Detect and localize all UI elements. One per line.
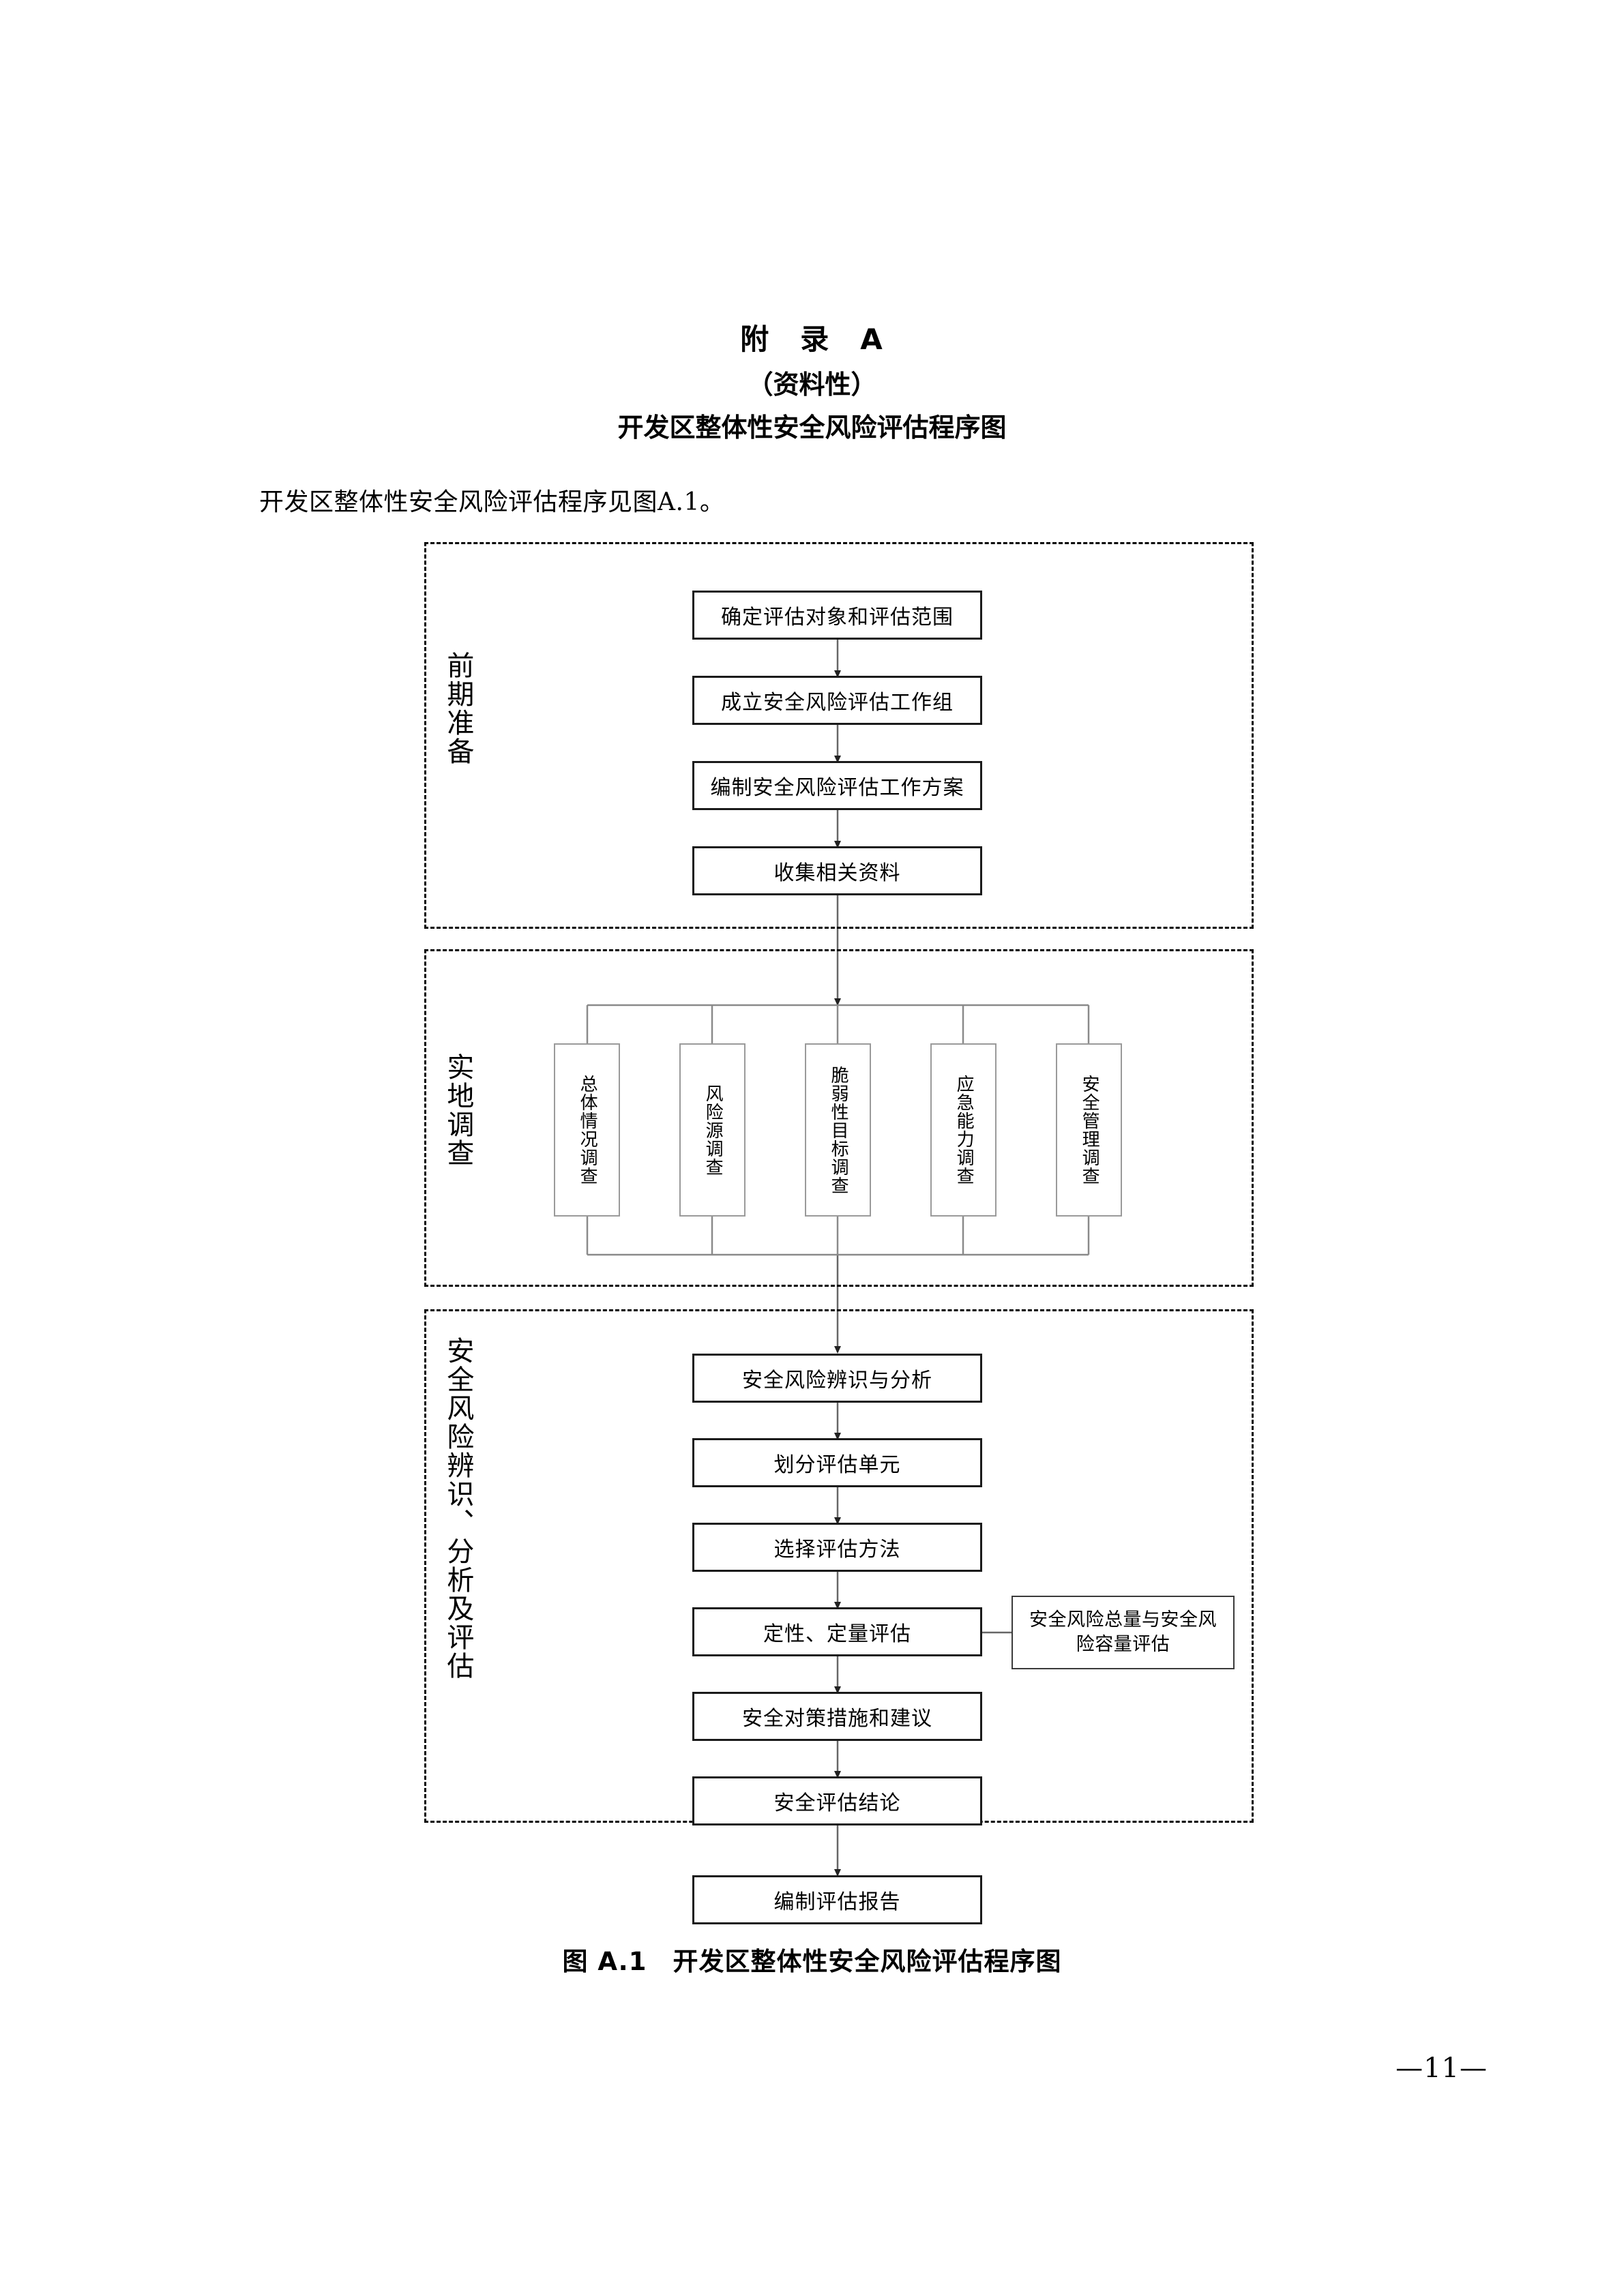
group-label-risk-assessment: 安全风险辨识、分析及评估 [442,1337,474,1680]
step-box-draft-work-plan[interactable]: 编制安全风险评估工作方案 [692,761,982,810]
page-number: —11— [1396,2053,1488,2084]
step-label-risk-source-survey: 风险源调查 [703,1084,724,1176]
step-box-vulnerable-target-survey[interactable]: 脆弱性目标调查 [805,1043,871,1217]
step-box-safety-management-survey[interactable]: 安全管理调查 [1056,1043,1122,1217]
step-box-collect-materials[interactable]: 收集相关资料 [692,846,982,895]
step-box-compile-assessment-report[interactable]: 编制评估报告 [692,1875,982,1924]
step-label-emergency-capability-survey: 应急能力调查 [954,1075,975,1185]
appendix-subtitle: 开发区整体性安全风险评估程序图 [617,412,1007,443]
step-box-assessment-conclusion[interactable]: 安全评估结论 [692,1776,982,1825]
step-label-safety-management-survey: 安全管理调查 [1079,1075,1100,1185]
appendix-kind-label: （资料性） [747,369,877,400]
group-field-survey [424,949,1254,1287]
appendix-header: 附 录 A （资料性） 开发区整体性安全风险评估程序图 [0,320,1624,447]
step-box-safety-countermeasures[interactable]: 安全对策措施和建议 [692,1692,982,1741]
step-box-select-assessment-method[interactable]: 选择评估方法 [692,1523,982,1572]
figure-caption: 图 A.1 开发区整体性安全风险评估程序图 [562,1947,1062,1976]
step-box-overall-situation-survey[interactable]: 总体情况调查 [554,1043,620,1217]
side-note-total-risk-capacity[interactable]: 安全风险总量与安全风 险容量评估 [1012,1596,1235,1669]
step-label-overall-situation-survey: 总体情况调查 [577,1075,598,1185]
step-box-qualitative-quantitative-assessment[interactable]: 定性、定量评估 [692,1607,982,1656]
step-box-risk-source-survey[interactable]: 风险源调查 [679,1043,745,1217]
step-box-define-scope[interactable]: 确定评估对象和评估范围 [692,591,982,640]
intro-paragraph: 开发区整体性安全风险评估程序见图A.1。 [259,488,725,516]
step-box-risk-identification-analysis[interactable]: 安全风险辨识与分析 [692,1354,982,1403]
step-box-divide-assessment-units[interactable]: 划分评估单元 [692,1438,982,1487]
step-box-form-workgroup[interactable]: 成立安全风险评估工作组 [692,676,982,725]
step-label-vulnerable-target-survey: 脆弱性目标调查 [828,1065,849,1195]
group-preparation [424,542,1254,929]
group-label-preparation: 前期准备 [442,651,474,766]
group-label-field-survey: 实地调查 [442,1053,474,1167]
step-box-emergency-capability-survey[interactable]: 应急能力调查 [930,1043,996,1217]
appendix-title: 附 录 A [740,323,884,356]
